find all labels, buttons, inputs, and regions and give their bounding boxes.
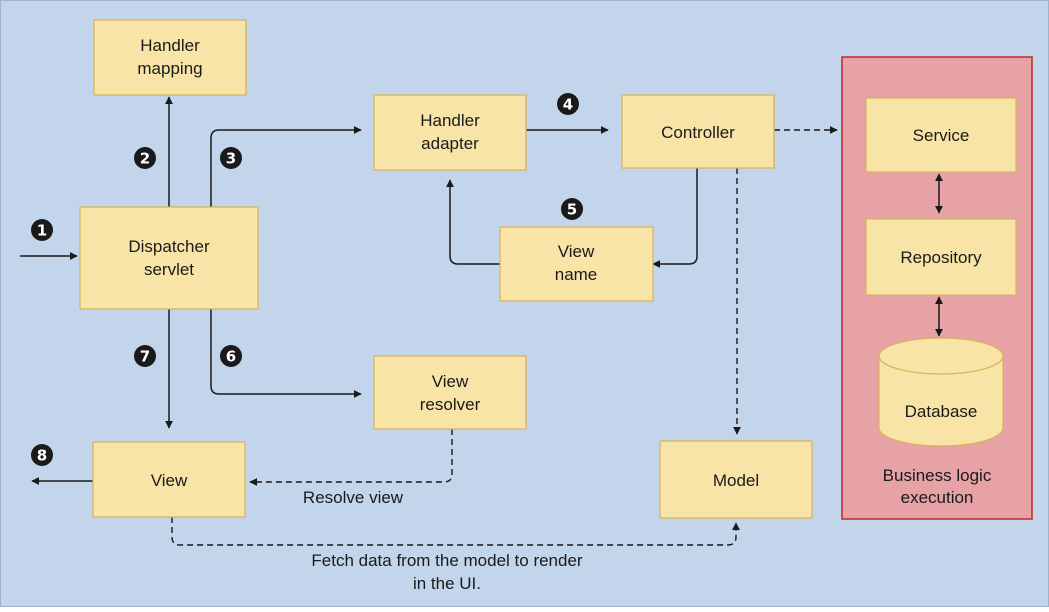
model-box[interactable] xyxy=(659,440,813,519)
business-logic-label-2: execution xyxy=(901,488,974,507)
repository-box[interactable] xyxy=(865,218,1017,296)
controller-label: Controller xyxy=(661,123,735,142)
step-marker-3: 3 xyxy=(220,147,242,169)
step-marker-8-circle xyxy=(31,444,53,466)
arrow-dispatcher-to-view-resolver xyxy=(210,309,362,398)
dispatcher-servlet-label: Dispatcher xyxy=(128,237,210,256)
step-marker-6-circle xyxy=(220,345,242,367)
arrow-controller-to-view-name xyxy=(652,168,698,268)
step-marker-8-label: 8 xyxy=(37,447,47,465)
dispatcher-servlet-label-2: servlet xyxy=(144,260,194,279)
handler-adapter-label-2: adapter xyxy=(421,134,479,153)
database-label: Database xyxy=(905,402,978,421)
step-marker-5-circle xyxy=(561,198,583,220)
step-marker-7: 7 xyxy=(134,345,156,367)
step-marker-2-label: 2 xyxy=(140,150,150,168)
step-marker-2: 2 xyxy=(134,147,156,169)
step-marker-6: 6 xyxy=(220,345,242,367)
business-logic-label: Business logic xyxy=(883,466,992,485)
step-marker-3-circle xyxy=(220,147,242,169)
database-top xyxy=(878,337,1004,375)
step-marker-4: 4 xyxy=(557,93,579,115)
step-marker-1-label: 1 xyxy=(37,222,47,240)
handler-mapping-label-2: mapping xyxy=(137,59,202,78)
fetch-data-label: Fetch data from the model to render xyxy=(311,551,583,570)
step-marker-8: 8 xyxy=(31,444,53,466)
view-resolver-label-2: resolver xyxy=(420,395,481,414)
view-name-box[interactable] xyxy=(499,226,654,302)
repository-label: Repository xyxy=(900,248,982,267)
step-marker-6-label: 6 xyxy=(226,348,236,366)
step-marker-4-label: 4 xyxy=(563,96,573,114)
database-body xyxy=(878,356,1004,447)
view-name-label-2: name xyxy=(555,265,598,284)
step-marker-7-circle xyxy=(134,345,156,367)
controller-box[interactable] xyxy=(621,94,775,169)
step-marker-7-label: 7 xyxy=(140,348,150,366)
handler-mapping-label: Handler xyxy=(140,36,200,55)
arrow-view-to-model xyxy=(171,517,740,546)
view-resolver-label: View xyxy=(432,372,469,391)
step-marker-1-circle xyxy=(31,219,53,241)
dispatcher-servlet-box[interactable] xyxy=(79,206,259,310)
service-box[interactable] xyxy=(865,97,1017,173)
view-resolver-box[interactable] xyxy=(373,355,527,430)
step-marker-3-label: 3 xyxy=(226,150,236,168)
step-marker-5-label: 5 xyxy=(567,201,577,219)
handler-mapping-box[interactable] xyxy=(93,19,247,96)
view-box[interactable] xyxy=(92,441,246,518)
resolve-view-label: Resolve view xyxy=(303,488,404,507)
step-marker-2-circle xyxy=(134,147,156,169)
handler-adapter-box[interactable] xyxy=(373,94,527,171)
arrow-view-resolver-to-view xyxy=(249,429,453,486)
arrow-dispatcher-to-handler-adapter xyxy=(210,126,362,207)
step-marker-4-circle xyxy=(557,93,579,115)
model-label: Model xyxy=(713,471,759,490)
service-label: Service xyxy=(913,126,970,145)
handler-adapter-label: Handler xyxy=(420,111,480,130)
arrow-view-name-to-handler-adapter xyxy=(446,179,500,265)
view-label: View xyxy=(151,471,188,490)
database-cylinder[interactable]: Database xyxy=(878,337,1004,447)
view-name-label: View xyxy=(558,242,595,261)
step-marker-1: 1 xyxy=(31,219,53,241)
fetch-data-label-2: in the UI. xyxy=(413,574,481,593)
step-marker-5: 5 xyxy=(561,198,583,220)
